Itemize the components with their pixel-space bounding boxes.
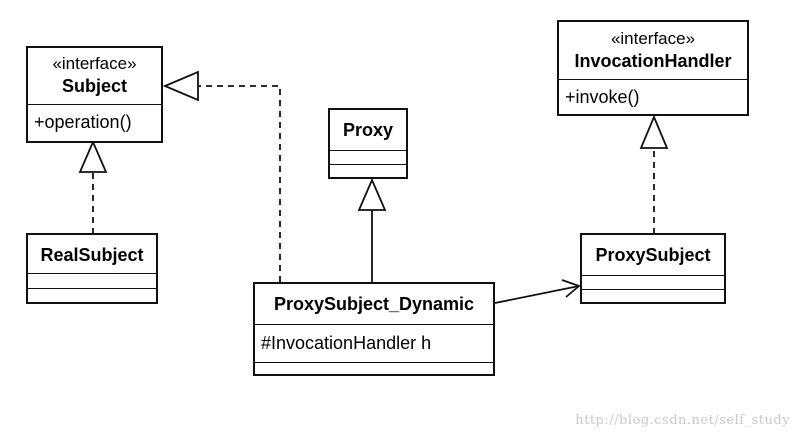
proxy-name: Proxy xyxy=(342,120,394,140)
watermark-text: http://blog.csdn.net/self_study xyxy=(575,413,790,428)
edge-dynamic-subject xyxy=(198,85,281,282)
class-proxy[interactable]: Proxy xyxy=(328,108,408,179)
class-realsubject-header: RealSubject xyxy=(28,235,156,273)
realization-arrowhead-invocationhandler xyxy=(639,114,669,149)
proxysubject-dynamic-attributes: #InvocationHandler h xyxy=(255,324,493,362)
proxysubject-operations xyxy=(582,289,724,302)
proxysubject-dynamic-attribute: #InvocationHandler h xyxy=(261,333,432,353)
class-invocationhandler-header: «interface» InvocationHandler xyxy=(559,22,747,79)
proxy-operations xyxy=(330,164,406,177)
class-subject[interactable]: «interface» Subject +operation() xyxy=(26,46,163,143)
realization-arrowhead-subject-right xyxy=(162,70,199,102)
invocationhandler-stereotype: «interface» xyxy=(610,29,696,48)
class-proxysubject-dynamic[interactable]: ProxySubject_Dynamic #InvocationHandler … xyxy=(253,282,495,376)
realization-arrowhead-subject-bottom xyxy=(78,139,108,173)
class-proxysubject-header: ProxySubject xyxy=(582,235,724,275)
generalization-arrowhead-proxy xyxy=(357,177,387,211)
subject-operations: +operation() xyxy=(28,104,161,141)
subject-stereotype: «interface» xyxy=(52,54,137,73)
edge-dynamic-proxysubject xyxy=(494,285,580,304)
proxysubject-dynamic-operations xyxy=(255,362,493,374)
proxysubject-dynamic-name: ProxySubject_Dynamic xyxy=(273,294,475,314)
class-proxysubject[interactable]: ProxySubject xyxy=(580,233,726,304)
class-subject-header: «interface» Subject xyxy=(28,48,161,104)
class-proxysubject-dynamic-header: ProxySubject_Dynamic xyxy=(255,284,493,324)
proxysubject-attributes xyxy=(582,275,724,289)
association-arrowhead-proxysubject xyxy=(561,279,581,298)
class-invocationhandler[interactable]: «interface» InvocationHandler +invoke() xyxy=(557,20,749,116)
realsubject-operations xyxy=(28,288,156,302)
subject-operation: +operation() xyxy=(34,112,132,132)
invocationhandler-name: InvocationHandler xyxy=(574,51,732,71)
class-proxy-header: Proxy xyxy=(330,110,406,150)
subject-name: Subject xyxy=(61,76,127,96)
invocationhandler-operations: +invoke() xyxy=(559,79,747,114)
realsubject-attributes xyxy=(28,273,156,288)
proxy-attributes xyxy=(330,150,406,164)
invocationhandler-operation: +invoke() xyxy=(565,87,640,107)
realsubject-name: RealSubject xyxy=(40,245,144,265)
class-realsubject[interactable]: RealSubject xyxy=(26,233,158,304)
proxysubject-name: ProxySubject xyxy=(595,245,711,265)
